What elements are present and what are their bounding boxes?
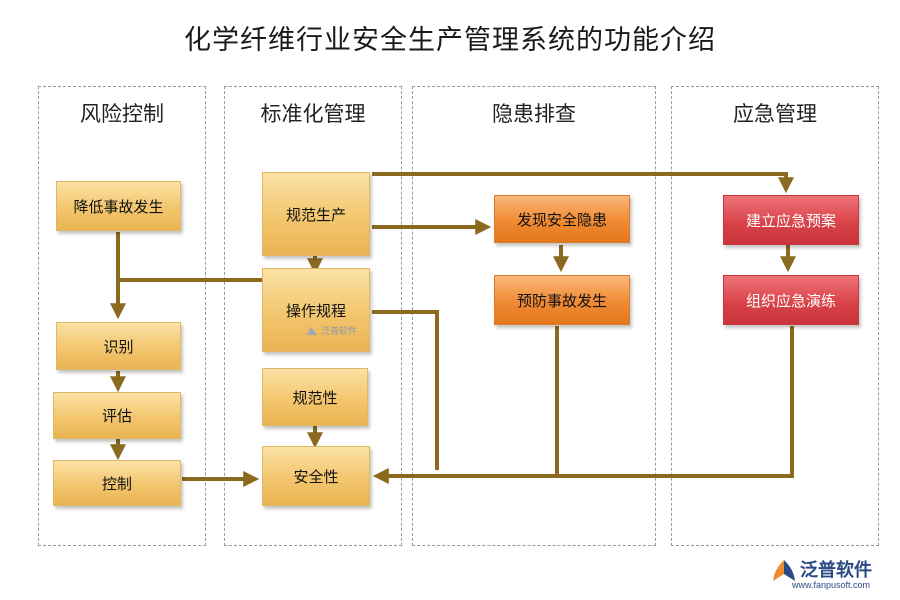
node-organize-drill[interactable]: 组织应急演练	[723, 275, 859, 325]
node-reduce-accidents[interactable]: 降低事故发生	[56, 181, 181, 231]
lane-title-risk-control: 风险控制	[80, 102, 164, 126]
page-title: 化学纤维行业安全生产管理系统的功能介绍	[184, 25, 716, 56]
lane-standardization	[224, 86, 402, 546]
watermark: 泛普软件	[306, 324, 357, 337]
lane-emergency	[671, 86, 879, 546]
node-standardize-production[interactable]: 规范生产	[262, 172, 370, 256]
brand-name: 泛普软件	[800, 560, 872, 581]
node-identify[interactable]: 识别	[56, 322, 181, 370]
brand-url: www.fanpusoft.com	[792, 580, 871, 590]
node-operating-procedures[interactable]: 操作规程	[262, 268, 370, 352]
lane-hazard-check	[412, 86, 656, 546]
node-find-hazards[interactable]: 发现安全隐患	[494, 195, 630, 243]
node-build-plan[interactable]: 建立应急预案	[723, 195, 859, 245]
watermark-icon	[307, 326, 317, 335]
lane-risk-control	[38, 86, 206, 546]
lane-title-hazard-check: 隐患排查	[492, 102, 576, 126]
lane-title-emergency: 应急管理	[733, 102, 817, 126]
fanpu-logo-icon	[773, 560, 795, 581]
node-safety[interactable]: 安全性	[262, 446, 370, 506]
node-assess[interactable]: 评估	[53, 392, 181, 439]
lane-title-standardization: 标准化管理	[260, 102, 366, 126]
arrow-drill-to-safety	[372, 326, 794, 484]
line-procedures-to-safety	[372, 310, 439, 470]
brand-logo: 泛普软件 www.fanpusoft.com	[768, 556, 892, 592]
arrow-production-to-plan	[372, 172, 794, 194]
node-prevent-accidents[interactable]: 预防事故发生	[494, 275, 630, 325]
node-standardization[interactable]: 规范性	[262, 368, 368, 426]
watermark-text: 泛普软件	[321, 327, 358, 337]
node-control[interactable]: 控制	[53, 460, 181, 506]
